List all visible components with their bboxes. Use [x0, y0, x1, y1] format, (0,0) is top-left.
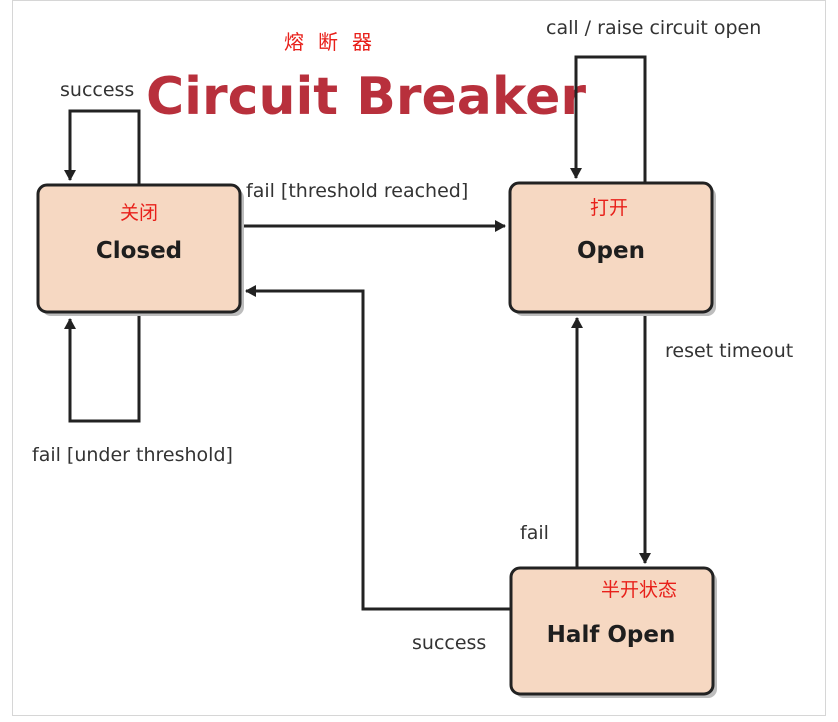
state-closed-chinese: 关闭 [120, 202, 158, 224]
closed-to-open-label: fail [threshold reached] [246, 180, 468, 202]
state-closed: 关闭 Closed [36, 183, 244, 316]
open-to-half-label: reset timeout [665, 340, 793, 362]
state-open-label: Open [577, 238, 645, 264]
open-self-label: call / raise circuit open [546, 17, 761, 39]
title-english: Circuit Breaker [146, 67, 586, 127]
half-to-closed-label: success [412, 632, 486, 654]
half-to-closed-arrow [245, 285, 511, 611]
closed-fail-loop [64, 312, 141, 423]
state-closed-label: Closed [96, 238, 182, 264]
title-chinese: 熔断器 [284, 30, 386, 54]
closed-success-label: success [60, 79, 134, 101]
state-open: 打开 Open [508, 181, 716, 316]
closed-fail-label: fail [under threshold] [32, 444, 233, 466]
state-half-open-label: Half Open [547, 622, 676, 648]
state-half-open: 半开状态 Half Open [509, 566, 717, 698]
open-self-loop [570, 55, 647, 184]
state-half-open-chinese: 半开状态 [601, 579, 677, 601]
half-to-open-label: fail [520, 522, 549, 544]
state-open-chinese: 打开 [590, 197, 628, 219]
closed-success-loop [64, 109, 141, 186]
